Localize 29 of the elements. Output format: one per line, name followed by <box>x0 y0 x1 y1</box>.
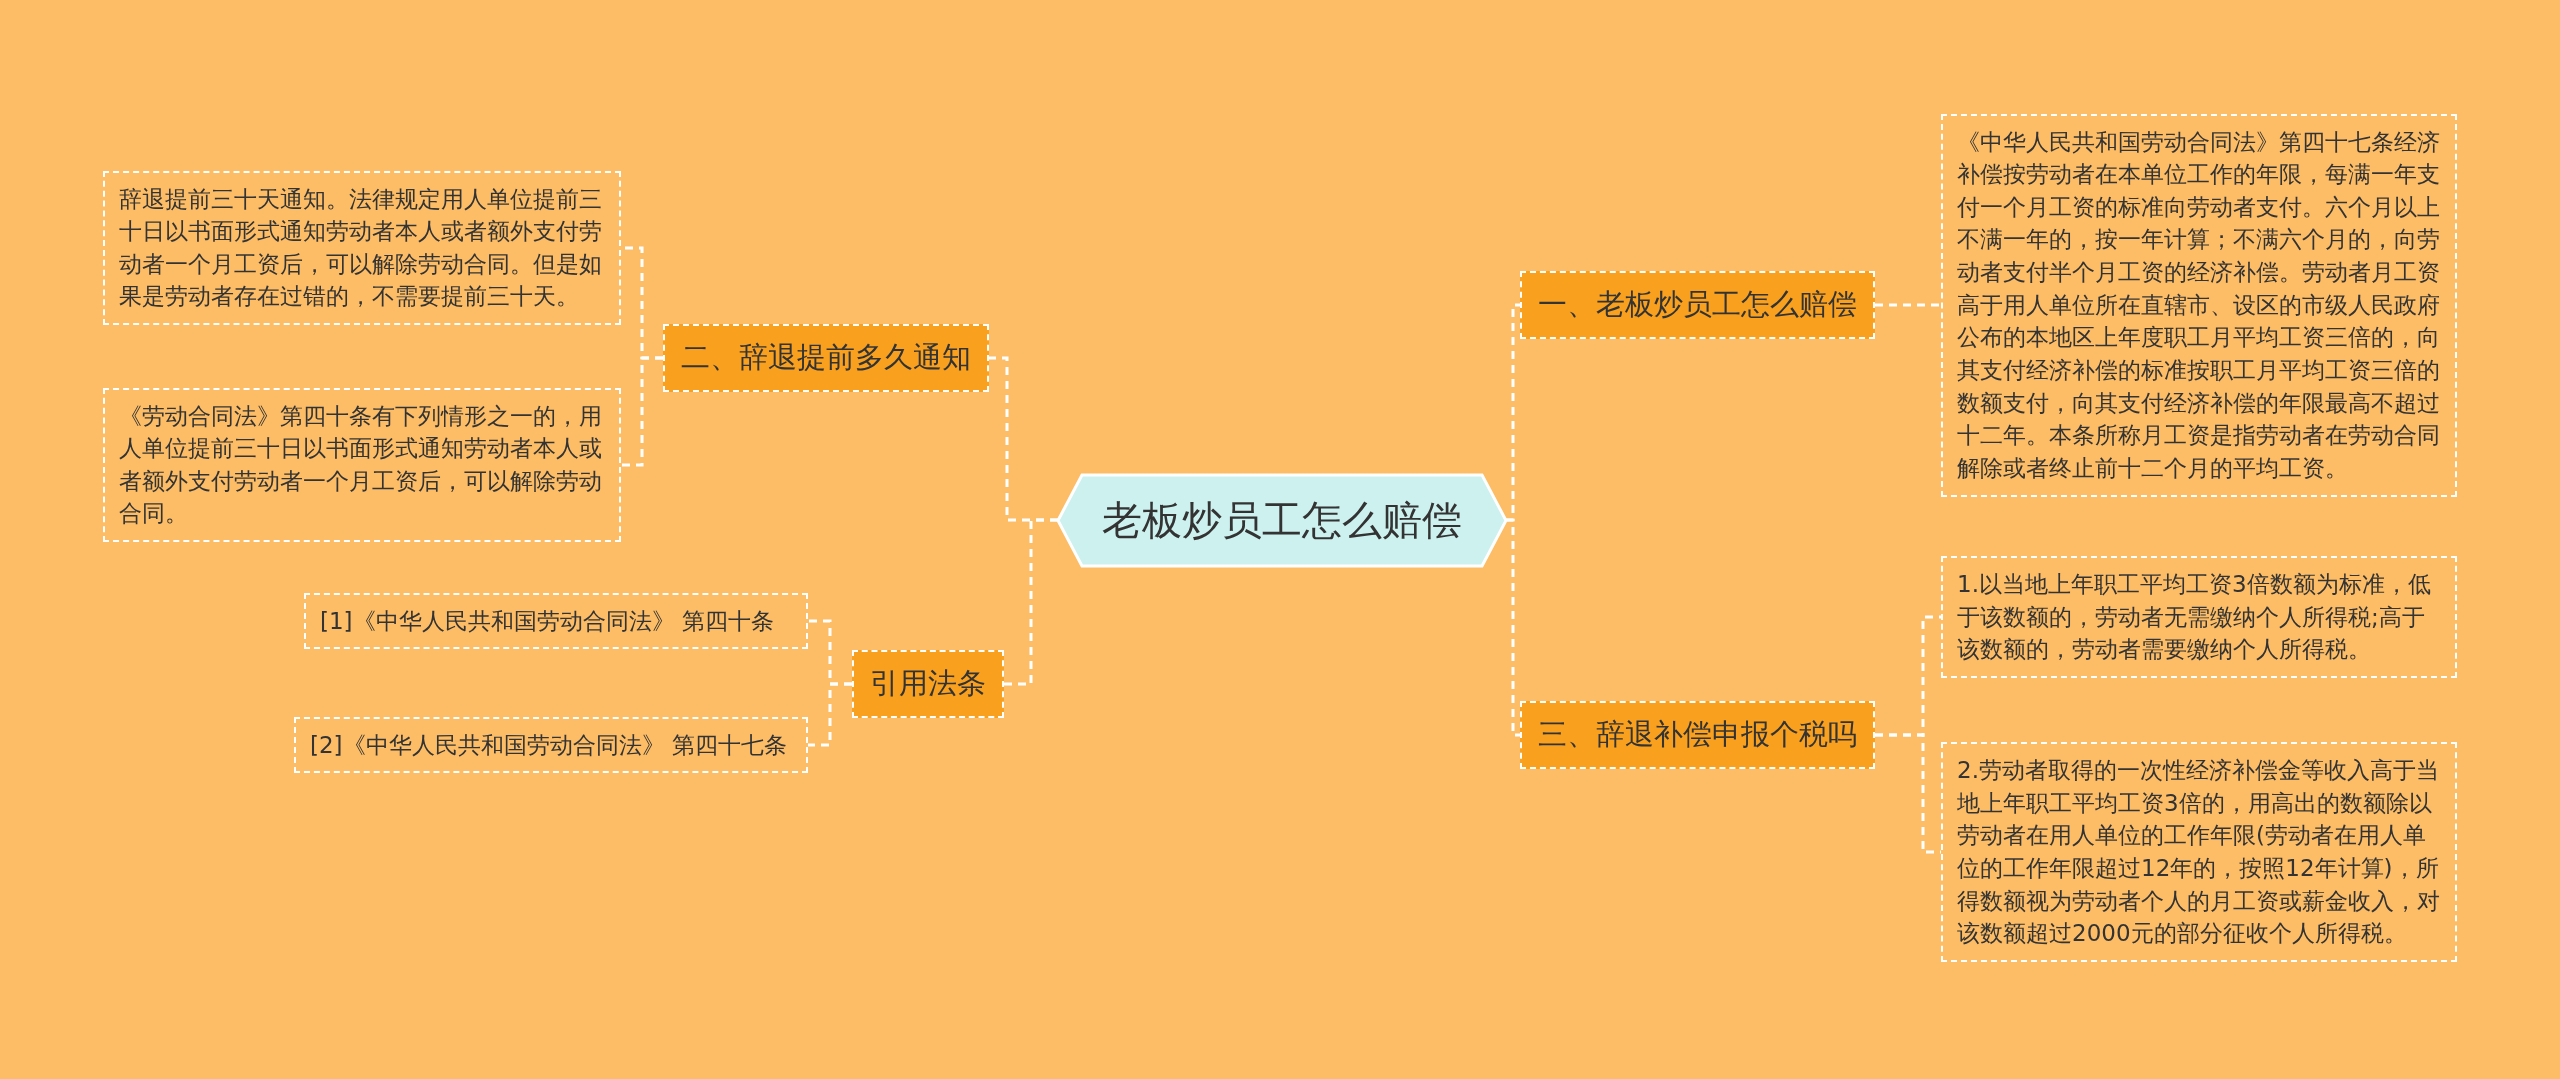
note-box <box>1941 556 2457 678</box>
note-text: 辞退提前三十天通知。法律规定用人单位提前三十日以书面形式通知劳动者本人或者额外支付劳动者一个月工资后，可以解除劳动合同。但是如果是劳动者存在过错的，不需要提前三十天。 <box>119 184 603 312</box>
branch-box <box>852 650 1004 718</box>
connector-line <box>808 682 852 747</box>
connector-line <box>1875 733 1941 854</box>
branch-box <box>1520 701 1875 769</box>
note-text: 1.以当地上年职工平均工资3倍数额为标准，低于该数额的，劳动者无需缴纳个人所得税;高于该数额的，劳动者需要缴纳个人所得税。 <box>1957 570 2432 665</box>
note-text: [1]《中华人民共和国劳动合同法》 第四十条 <box>320 606 775 636</box>
connector-line <box>1875 303 1941 307</box>
note-text: 2.劳动者取得的一次性经济补偿金等收入高于当地上年职工平均工资3倍的，用高出的数额除以劳动者在用人单位的工作年限(劳动者在用人单位的工作年限超过12年的，按照12年计算)，所得数额视为劳动者个人的月工资或薪金收入，对该数额超过2000元的部分征收个人所得税。 <box>1957 756 2441 949</box>
connector-line <box>1506 518 1520 737</box>
branch-label: 一、老板炒员工怎么赔偿 <box>1538 286 1857 323</box>
note-box <box>103 387 621 543</box>
branch-label: 二、辞退提前多久通知 <box>681 339 971 376</box>
connector-line <box>1004 518 1058 686</box>
note-text: 《劳动合同法》第四十条有下列情形之一的，用人单位提前三十日以书面形式通知劳动者本人或者额外支付劳动者一个月工资后，可以解除劳动合同。 <box>119 401 603 529</box>
central-topic-hexagon <box>1058 474 1506 566</box>
note-text: 《中华人民共和国劳动合同法》第四十七条经济补偿按劳动者在本单位工作的年限，每满一年支付一个月工资的标准向劳动者支付。六个月以上不满一年的，按一年计算；不满六个月的，向劳动者支付半个月工资的经济补偿。劳动者月工资高于用人单位所在直辖市、设区的市级人民政府公布的本地区上年度职工月平均工资三倍的，向其支付经济补偿的标准按职工月平均工资三倍的数额支付，向其支付经济补偿的年限最高不超过十二年。本条所称月工资是指劳动者在劳动合同解除或者终止前十二个月的平均工资。 <box>1957 127 2441 484</box>
branch-label: 三、辞退补偿申报个税吗 <box>1538 716 1857 753</box>
branch-box <box>1520 271 1875 339</box>
note-box <box>103 170 621 326</box>
connector-line <box>621 356 663 467</box>
note-box <box>1941 742 2457 962</box>
note-box <box>304 592 808 650</box>
note-box <box>294 716 808 774</box>
branch-label: 引用法条 <box>870 665 986 702</box>
topic-title: 老板炒员工怎么赔偿 <box>1102 495 1462 545</box>
branch-box <box>663 324 989 392</box>
note-text: [2]《中华人民共和国劳动合同法》 第四十七条 <box>310 730 788 760</box>
